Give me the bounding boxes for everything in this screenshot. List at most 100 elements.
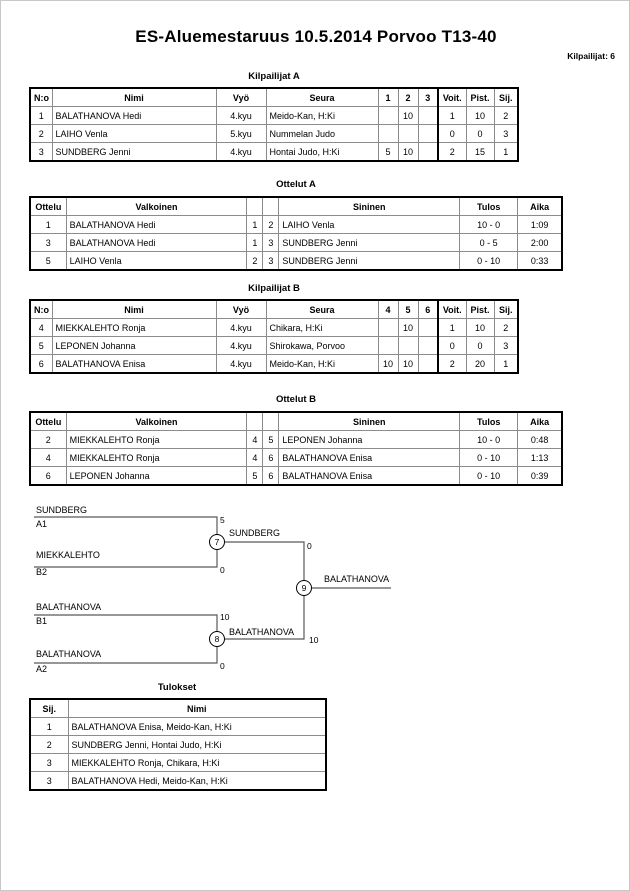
table-row: 3 BALATHANOVA Hedi 1 3 SUNDBERG Jenni 0 … — [29, 233, 563, 252]
cell-m4 — [377, 336, 399, 355]
table-header-row: Ottelu Valkoinen Sininen Tulos Aika — [29, 411, 563, 431]
cell-points: 10 — [465, 318, 495, 337]
cell-blue: BALATHANOVA Enisa — [278, 448, 461, 467]
cell-name: BALATHANOVA Enisa, Meido-Kan, H:Ki — [67, 717, 327, 736]
col-result: Tulos — [459, 411, 519, 431]
caption-pool-a: Kilpailijat A — [248, 71, 300, 82]
cell-club: Shirokawa, Porvoo — [265, 336, 379, 355]
caption-results: Tulokset — [157, 682, 197, 693]
col-points: Pist. — [465, 299, 495, 319]
cell-match: 3 — [29, 233, 67, 252]
bracket-entrant-2-score: 0 — [220, 565, 225, 575]
cell-white-no: 5 — [246, 466, 264, 486]
cell-blue: LAIHO Venla — [278, 215, 461, 234]
cell-wins: 0 — [437, 336, 467, 355]
cell-points: 20 — [465, 354, 495, 374]
cell-belt: 4.kyu — [215, 354, 267, 374]
col-match: Ottelu — [29, 196, 67, 216]
table-header-row: N:o Nimi Vyö Seura 4 5 6 Voit. Pist. Sij… — [29, 299, 519, 319]
cell-white-no: 4 — [246, 430, 264, 449]
cell-white-no: 2 — [246, 251, 264, 271]
table-header-row: Sij. Nimi — [29, 698, 327, 718]
table-row: 1 BALATHANOVA Enisa, Meido-Kan, H:Ki — [29, 717, 327, 736]
cell-points: 15 — [465, 142, 495, 162]
bracket-semifinal-8-number: 8 — [215, 634, 220, 644]
cell-belt: 4.kyu — [215, 336, 267, 355]
cell-rank: 1 — [493, 142, 519, 162]
bracket-entrant-1-seed: A1 — [36, 519, 47, 529]
cell-blue-no: 3 — [262, 251, 280, 271]
cell-name: LEPONEN Johanna — [51, 336, 217, 355]
cell-m5: 10 — [397, 354, 419, 374]
cell-white-no: 1 — [246, 215, 264, 234]
bracket-semifinal-7-node — [209, 534, 225, 550]
col-white: Valkoinen — [65, 411, 248, 431]
table-row: 2 LAIHO Venla 5.kyu Nummelan Judo 0 0 3 — [29, 124, 519, 143]
bracket-semifinal-7-number: 7 — [215, 537, 220, 547]
table-row: 6 LEPONEN Johanna 5 6 BALATHANOVA Enisa … — [29, 466, 563, 486]
cell-club: Nummelan Judo — [265, 124, 379, 143]
cell-points: 0 — [465, 336, 495, 355]
bracket-entrant-1-name: SUNDBERG — [36, 505, 87, 515]
results-table: Sij. Nimi 1 BALATHANOVA Enisa, Meido-Kan… — [29, 698, 327, 791]
table-row: 1 BALATHANOVA Hedi 4.kyu Meido-Kan, H:Ki… — [29, 106, 519, 125]
cell-name: BALATHANOVA Hedi, Meido-Kan, H:Ki — [67, 771, 327, 791]
table-row: 4 MIEKKALEHTO Ronja 4 6 BALATHANOVA Enis… — [29, 448, 563, 467]
cell-blue-no: 5 — [262, 430, 280, 449]
cell-m4: 10 — [377, 354, 399, 374]
col-match: Ottelu — [29, 411, 67, 431]
col-blue: Sininen — [278, 196, 461, 216]
table-row: 2 MIEKKALEHTO Ronja 4 5 LEPONEN Johanna … — [29, 430, 563, 449]
cell-wins: 1 — [437, 318, 467, 337]
table-row: 4 MIEKKALEHTO Ronja 4.kyu Chikara, H:Ki … — [29, 318, 519, 337]
col-m4: 4 — [377, 299, 399, 319]
cell-points: 10 — [465, 106, 495, 125]
cell-blue-no: 3 — [262, 233, 280, 252]
cell-result: 0 - 10 — [459, 448, 519, 467]
cell-m2: 10 — [397, 142, 419, 162]
bracket-entrant-3-name: BALATHANOVA — [36, 602, 101, 612]
cell-time: 1:09 — [517, 215, 563, 234]
col-m5: 5 — [397, 299, 419, 319]
col-result: Tulos — [459, 196, 519, 216]
cell-blue-no: 6 — [262, 466, 280, 486]
col-m3: 3 — [417, 87, 439, 107]
cell-name: BALATHANOVA Enisa — [51, 354, 217, 374]
cell-result: 0 - 5 — [459, 233, 519, 252]
bracket-entrant-2-seed: B2 — [36, 567, 47, 577]
bracket-entrant-3-score: 10 — [220, 612, 230, 622]
cell-rank: 3 — [29, 753, 69, 772]
cell-m6 — [417, 318, 439, 337]
bracket-entrant-4-score: 0 — [220, 661, 225, 671]
col-rank: Sij. — [29, 698, 69, 718]
cell-m3 — [417, 106, 439, 125]
bracket-semifinal-8-node — [209, 631, 225, 647]
cell-club: Meido-Kan, H:Ki — [265, 354, 379, 374]
col-no: N:o — [29, 299, 53, 319]
cell-rank: 2 — [493, 318, 519, 337]
cell-m2: 10 — [397, 106, 419, 125]
col-belt: Vyö — [215, 87, 267, 107]
cell-club: Hontai Judo, H:Ki — [265, 142, 379, 162]
bracket-final-number: 9 — [302, 583, 307, 593]
cell-rank: 1 — [29, 717, 69, 736]
cell-m4 — [377, 318, 399, 337]
competitor-count: Kilpailijat: 6 — [567, 51, 615, 61]
table-row: 6 BALATHANOVA Enisa 4.kyu Meido-Kan, H:K… — [29, 354, 519, 374]
cell-name: SUNDBERG Jenni, Hontai Judo, H:Ki — [67, 735, 327, 754]
bracket-entrant-4-name: BALATHANOVA — [36, 649, 101, 659]
cell-blue: LEPONEN Johanna — [278, 430, 461, 449]
cell-blue-no: 6 — [262, 448, 280, 467]
col-name: Nimi — [51, 87, 217, 107]
cell-rank: 3 — [493, 336, 519, 355]
col-club: Seura — [265, 87, 379, 107]
cell-wins: 2 — [437, 142, 467, 162]
table-row: 2 SUNDBERG Jenni, Hontai Judo, H:Ki — [29, 735, 327, 754]
col-m2: 2 — [397, 87, 419, 107]
caption-pool-b: Kilpailijat B — [248, 283, 300, 294]
col-wins: Voit. — [437, 299, 467, 319]
cell-name: SUNDBERG Jenni — [51, 142, 217, 162]
matches-b-table: Ottelu Valkoinen Sininen Tulos Aika 2 MI… — [29, 411, 563, 486]
cell-wins: 2 — [437, 354, 467, 374]
